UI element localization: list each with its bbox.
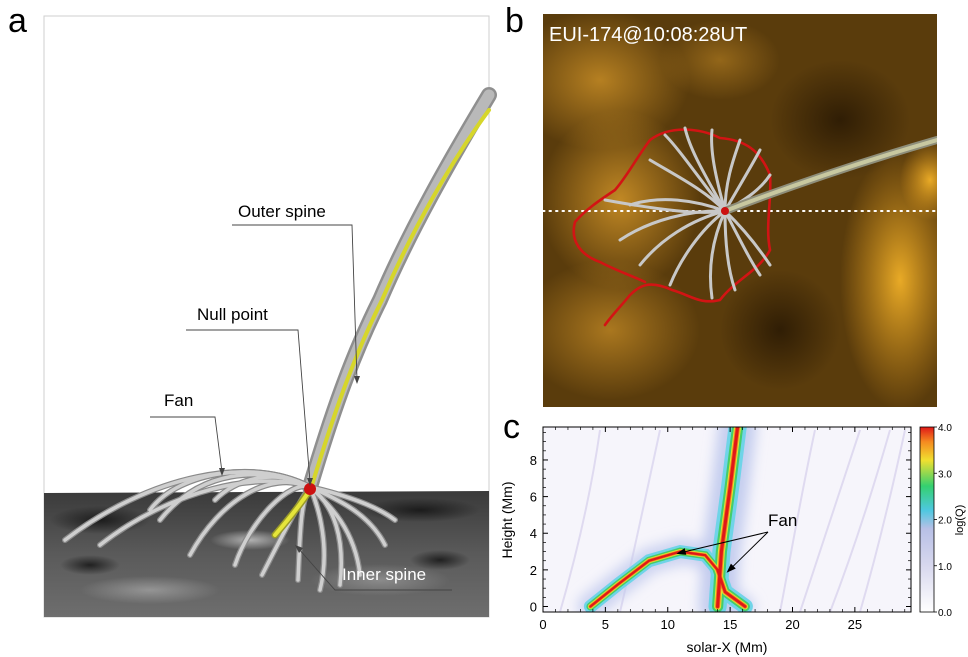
- outer-spine-tube: [302, 87, 497, 495]
- panel-b-letter: b: [505, 2, 524, 40]
- panel-a-leader-lines: [150, 224, 452, 591]
- null-point-marker: [304, 483, 316, 495]
- panel-a-arrowheads: [219, 376, 360, 553]
- panel-a-letter: a: [8, 2, 27, 40]
- panel-c-letter: c: [503, 408, 520, 446]
- inner-spine-label: Inner spine: [342, 565, 426, 584]
- fan-label: Fan: [164, 391, 193, 410]
- null-point-label: Null point: [197, 305, 268, 324]
- outer-spine-label: Outer spine: [238, 202, 326, 221]
